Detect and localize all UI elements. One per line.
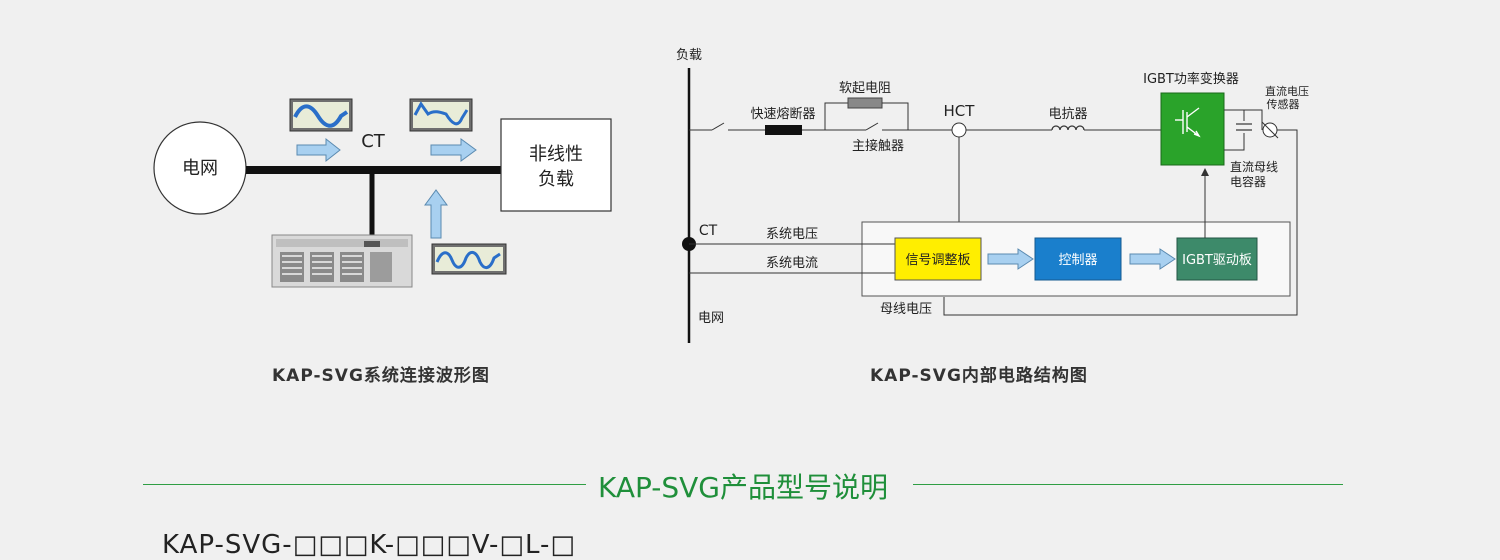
grid-label: 电网	[182, 158, 218, 179]
dc-voltage-sensor-label-2: 传感器	[1267, 98, 1300, 111]
grid-label-right: 电网	[698, 311, 724, 326]
soft-start-resistor-label: 软起电阻	[839, 81, 891, 96]
igbt-driver-label: IGBT驱动板	[1182, 253, 1252, 268]
waveform-panel-load	[409, 98, 473, 132]
bus-voltage-label: 母线电压	[880, 302, 932, 317]
section-title-row: KAP-SVG产品型号说明	[143, 462, 1343, 506]
controller-label: 控制器	[1058, 253, 1097, 268]
arrow-signal-to-controller	[987, 248, 1034, 270]
section-title: KAP-SVG产品型号说明	[597, 471, 889, 504]
model-code-template: KAP-SVG-□□□K-□□□V-□L-□	[162, 530, 576, 560]
controller-box	[1034, 237, 1122, 281]
diagram-canvas: 电网 非线性 负载 CT	[153, 48, 1309, 343]
hct-label: HCT	[944, 102, 976, 120]
arrow-controller-to-driver	[1129, 248, 1176, 270]
signal-conditioning-board	[894, 237, 982, 281]
load-label-right: 负载	[676, 48, 702, 63]
main-contactor-label: 主接触器	[852, 138, 904, 154]
flow-arrow-grid	[296, 137, 341, 163]
load-label-line1: 非线性	[529, 144, 583, 165]
waveform-panel-grid	[289, 98, 353, 132]
right-circuit-diagram: 负载 快速熔断器 软起电阻 主接触器 HCT 电抗器 IGBT功率变换器	[676, 48, 1309, 343]
dc-bus-capacitor-label-2: 电容器	[1230, 174, 1266, 189]
ct-label-right: CT	[699, 223, 718, 239]
svg-device-illustration	[271, 234, 413, 288]
flow-arrow-load	[430, 138, 477, 162]
dc-bus-capacitor-label-1: 直流母线	[1230, 160, 1278, 174]
breaker-switch	[711, 122, 725, 131]
igbt-driver-board	[1176, 237, 1258, 281]
igbt-symbol-icon	[1175, 107, 1201, 138]
fast-fuse-label: 快速熔断器	[750, 107, 815, 122]
nonlinear-load-box	[500, 118, 612, 212]
right-diagram-caption: KAP-SVG内部电路结构图	[870, 366, 1088, 386]
system-current-label: 系统电流	[766, 256, 818, 271]
soft-start-resistor	[847, 97, 883, 109]
title-rule-right	[913, 484, 1343, 485]
left-system-diagram: 电网 非线性 负载 CT	[153, 98, 612, 288]
waveform-panel-compensation	[431, 243, 507, 275]
dc-voltage-sensor-label-1: 直流电压	[1265, 84, 1309, 98]
title-rule-left	[143, 484, 586, 485]
igbt-converter-label: IGBT功率变换器	[1143, 71, 1239, 87]
flow-arrow-compensation	[424, 189, 448, 239]
left-diagram-caption: KAP-SVG系统连接波形图	[272, 366, 490, 386]
reactor-coil	[1051, 125, 1085, 131]
bus-voltage-feedback-line	[943, 129, 1298, 316]
hct-sensor	[951, 122, 967, 138]
load-label-line2: 负载	[538, 169, 574, 190]
signal-board-label: 信号调整板	[905, 253, 970, 268]
main-contactor-switch	[865, 122, 879, 131]
system-voltage-label: 系统电压	[766, 227, 818, 242]
fast-fuse	[765, 125, 802, 135]
igbt-module	[1160, 92, 1225, 166]
ct-label-left: CT	[361, 131, 386, 152]
reactor-label: 电抗器	[1048, 107, 1087, 122]
